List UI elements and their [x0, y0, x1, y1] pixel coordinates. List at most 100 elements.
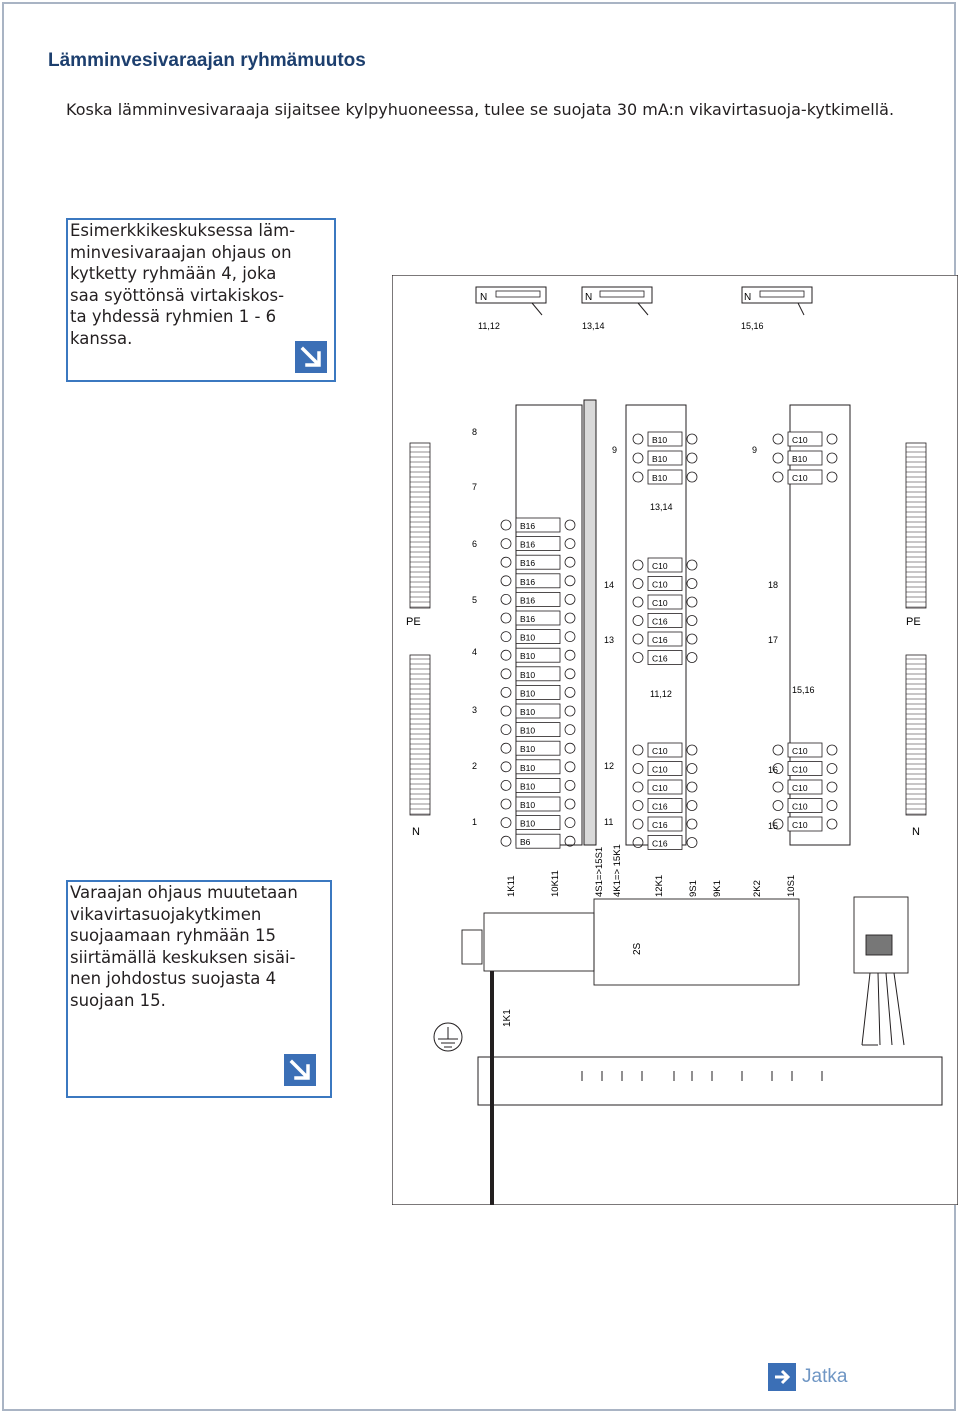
arrow-down-right-icon[interactable] [284, 1054, 316, 1086]
terminal-screw [826, 818, 838, 830]
terminal-screw [686, 559, 698, 571]
breaker-col2-lower: C10 [632, 761, 698, 776]
breaker-body [787, 431, 823, 447]
terminal-screw [500, 798, 512, 810]
breaker-body [647, 816, 683, 832]
col2-label-9: 9 [612, 445, 617, 455]
breaker-col1: B10 [500, 703, 576, 719]
breaker-rating: B16 [520, 577, 535, 587]
breaker-body [515, 833, 561, 849]
breaker-rating: C10 [652, 783, 668, 793]
terminal-screw [564, 724, 576, 736]
intro-text: Koska lämminvesivaraaja sijaitsee kylpyh… [66, 100, 895, 119]
terminal-screw [500, 575, 512, 587]
cables [490, 971, 905, 1205]
breaker-rating: B10 [520, 819, 535, 829]
callout1-line: minvesivaraajan ohjaus on [70, 242, 292, 262]
group-label: 8 [472, 427, 477, 437]
breaker-col3-lower: C10 [772, 779, 838, 795]
callout2-line: suojaan 15. [70, 990, 166, 1010]
breaker-col1: B10 [500, 759, 576, 775]
breaker-rating: B10 [652, 435, 667, 445]
terminal-screw [500, 668, 512, 680]
col2-rcd-b: 11,12 [650, 689, 672, 699]
breaker-body [515, 777, 561, 793]
continue-button[interactable]: Jatka [768, 1362, 847, 1392]
breaker-rating: B10 [520, 651, 535, 661]
terminal-screw [686, 452, 698, 464]
device-label: 12K1 [654, 875, 665, 897]
terminal-screw [500, 612, 512, 624]
n-blocks [475, 286, 813, 316]
terminal-screw [686, 596, 698, 608]
breaker-col1: B10 [500, 684, 576, 700]
terminal-screw [564, 593, 576, 605]
terminal-screw [632, 578, 644, 589]
breaker-body [647, 450, 683, 466]
breaker-col1: B10 [500, 777, 576, 793]
pe-label-left: PE [406, 616, 421, 628]
group-label: 1 [472, 817, 477, 827]
breaker-rating: C16 [652, 617, 668, 627]
terminal-screw [632, 763, 644, 774]
breaker-col1: B16 [500, 554, 576, 570]
breaker-body [647, 576, 683, 591]
terminal-screw [826, 763, 838, 774]
breaker-body [787, 816, 823, 832]
breaker-body [515, 536, 561, 552]
breaker-body [647, 613, 683, 628]
breaker-rating: C10 [792, 746, 808, 756]
breaker-body [647, 798, 683, 813]
breaker-body [787, 469, 823, 485]
group-label: 13 [604, 635, 614, 645]
breaker-body [515, 796, 561, 812]
breaker-rating: C10 [652, 580, 668, 590]
breaker-column-1: B16B16B16B16B16B16B10B10B10B10B10B10B10B… [472, 427, 576, 849]
breaker-rating: C16 [652, 654, 668, 664]
breaker-col2: C16 [632, 650, 698, 665]
n-block-groups-2: 13,14 [582, 321, 605, 331]
terminal-screw [772, 433, 784, 445]
terminal-screw [500, 761, 512, 773]
terminal-screw [632, 781, 644, 793]
terminal-screw [632, 559, 644, 571]
breaker-col1: B6 [500, 833, 576, 849]
breaker-col2-top: B10 [632, 469, 698, 485]
breaker-body [787, 779, 823, 795]
board-outline [392, 275, 958, 1205]
terminal-screw [500, 556, 512, 568]
callout-group-4: Esimerkkikeskuksessa läm- minvesivaraaja… [66, 218, 336, 382]
breaker-body [515, 629, 561, 645]
col3-rcd: 15,16 [792, 685, 815, 695]
breaker-body [647, 631, 683, 647]
device-label: 1K11 [506, 876, 517, 897]
breaker-rating: B10 [520, 633, 535, 643]
breaker-body [647, 650, 683, 665]
breaker-body [515, 610, 561, 626]
breaker-rating: B10 [520, 744, 535, 754]
breaker-rating: C16 [652, 839, 668, 849]
terminal-screw [772, 800, 784, 811]
terminal-screw [500, 631, 512, 643]
breaker-rating: C10 [792, 473, 808, 483]
terminal-screw [686, 633, 698, 645]
breaker-body [515, 554, 561, 570]
callout-group-15: Varaajan ohjaus muutetaan vikavirtasuoja… [66, 880, 332, 1098]
terminal-screw [686, 471, 698, 483]
breaker-col2-top: B10 [632, 450, 698, 466]
terminal-screw [632, 652, 644, 663]
terminal-screw [686, 615, 698, 626]
group-label: 14 [604, 580, 614, 590]
terminal-screw [564, 798, 576, 810]
callout1-line: ta yhdessä ryhmien 1 - 6 [70, 307, 277, 326]
breaker-col1: B16 [500, 573, 576, 589]
breaker-body [787, 798, 823, 813]
breaker-col1: B10 [500, 666, 576, 682]
terminal-screw [632, 615, 644, 626]
n-label-right: N [912, 826, 920, 838]
arrow-down-right-icon[interactable] [295, 341, 327, 373]
terminal-screw [632, 837, 644, 848]
terminal-screw [564, 705, 576, 717]
group-label: 18 [768, 580, 778, 590]
breaker-body [787, 450, 823, 466]
